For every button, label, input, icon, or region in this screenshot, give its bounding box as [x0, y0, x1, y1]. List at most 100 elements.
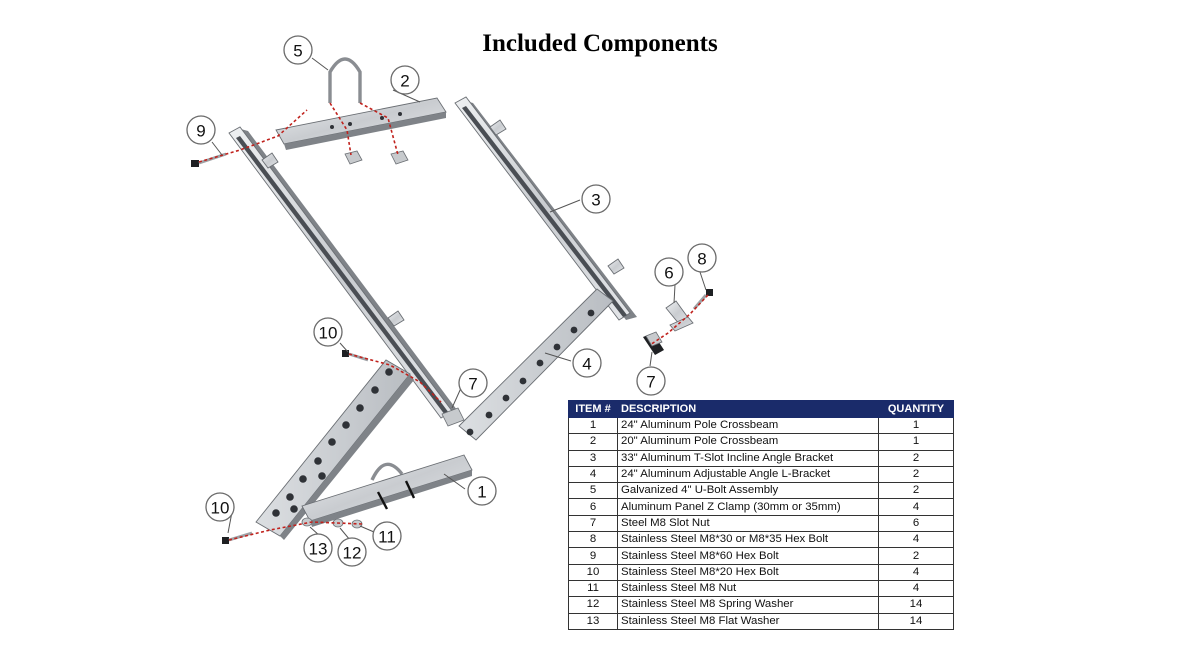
cell-quantity: 2 [878, 482, 954, 500]
cell-quantity: 4 [878, 498, 954, 516]
angle-bracket-right [458, 288, 614, 441]
cell-item: 5 [568, 482, 618, 500]
cell-item: 6 [568, 498, 618, 516]
cell-quantity: 2 [878, 547, 954, 565]
svg-text:7: 7 [646, 373, 655, 392]
incline-rail-left [228, 126, 465, 427]
cell-quantity: 6 [878, 514, 954, 533]
callout-10-lower: 10 [205, 492, 235, 522]
svg-text:8: 8 [697, 250, 706, 269]
crossbeam-24in [301, 454, 473, 527]
cell-description: Stainless Steel M8*60 Hex Bolt [617, 547, 879, 565]
cell-quantity: 2 [878, 465, 954, 484]
leader-lines [211, 57, 707, 541]
callout-11: 11 [372, 521, 402, 551]
incline-rail-right [454, 96, 637, 321]
header-description: DESCRIPTION [617, 400, 879, 418]
table-header-row: ITEM # DESCRIPTION QUANTITY [568, 400, 954, 418]
callout-8: 8 [687, 243, 717, 273]
cell-description: 20" Aluminum Pole Crossbeam [617, 433, 879, 451]
callout-3: 3 [581, 184, 611, 214]
cell-quantity: 4 [878, 563, 954, 581]
cell-quantity: 14 [878, 596, 954, 614]
callout-4: 4 [572, 348, 602, 378]
cell-description: Galvanized 4" U-Bolt Assembly [617, 482, 879, 500]
cell-item: 2 [568, 433, 618, 451]
assembly-lines [198, 102, 709, 541]
cell-item: 13 [568, 612, 618, 630]
header-item: ITEM # [568, 400, 618, 418]
svg-text:13: 13 [309, 540, 328, 559]
callout-9: 9 [186, 115, 216, 145]
svg-text:11: 11 [378, 528, 396, 547]
svg-text:2: 2 [400, 72, 409, 91]
cell-description: Steel M8 Slot Nut [617, 514, 879, 533]
svg-text:9: 9 [196, 122, 205, 141]
cell-item: 1 [568, 416, 618, 435]
cell-item: 12 [568, 596, 618, 614]
cell-item: 7 [568, 514, 618, 533]
svg-text:10: 10 [319, 324, 338, 343]
cell-description: Stainless Steel M8 Spring Washer [617, 596, 879, 614]
svg-text:3: 3 [591, 191, 600, 210]
cell-description: 24" Aluminum Pole Crossbeam [617, 416, 879, 435]
header-quantity: QUANTITY [878, 400, 954, 418]
cell-description: 33" Aluminum T-Slot Incline Angle Bracke… [617, 449, 879, 467]
cell-item: 10 [568, 563, 618, 581]
z-clamp [665, 300, 694, 332]
svg-text:5: 5 [293, 42, 302, 61]
callout-2: 2 [390, 65, 420, 95]
cell-description: Stainless Steel M8*20 Hex Bolt [617, 563, 879, 581]
cell-quantity: 1 [878, 416, 954, 435]
svg-text:4: 4 [582, 355, 591, 374]
callout-5: 5 [283, 35, 313, 65]
callout-13: 13 [303, 533, 333, 563]
slot-nut [643, 331, 664, 355]
cell-description: 24" Aluminum Adjustable Angle L-Bracket [617, 465, 879, 484]
callout-10-upper: 10 [313, 317, 343, 347]
cell-description: Stainless Steel M8 Flat Washer [617, 612, 879, 630]
crossbeam-20in [275, 97, 447, 150]
cell-item: 9 [568, 547, 618, 565]
callout-7-lower: 7 [636, 366, 666, 396]
cell-description: Stainless Steel M8*30 or M8*35 Hex Bolt [617, 531, 879, 549]
svg-text:1: 1 [477, 483, 486, 502]
cell-description: Aluminum Panel Z Clamp (30mm or 35mm) [617, 498, 879, 516]
u-bolt-assembly [328, 57, 409, 165]
cell-item: 4 [568, 465, 618, 484]
cell-item: 3 [568, 449, 618, 467]
cell-quantity: 1 [878, 433, 954, 451]
cell-quantity: 4 [878, 579, 954, 598]
callout-7-upper: 7 [458, 368, 488, 398]
page-title: Included Components [482, 30, 718, 57]
callout-6: 6 [654, 257, 684, 287]
svg-text:10: 10 [211, 499, 230, 518]
svg-text:7: 7 [468, 375, 477, 394]
cell-item: 8 [568, 531, 618, 549]
cell-quantity: 14 [878, 612, 954, 630]
cell-description: Stainless Steel M8 Nut [617, 579, 879, 598]
cell-item: 11 [568, 579, 618, 598]
callout-12: 12 [337, 537, 367, 567]
angle-bracket-left [255, 359, 414, 540]
svg-text:12: 12 [343, 544, 362, 563]
svg-text:6: 6 [664, 264, 673, 283]
cell-quantity: 4 [878, 531, 954, 549]
callout-1: 1 [467, 476, 497, 506]
cell-quantity: 2 [878, 449, 954, 467]
